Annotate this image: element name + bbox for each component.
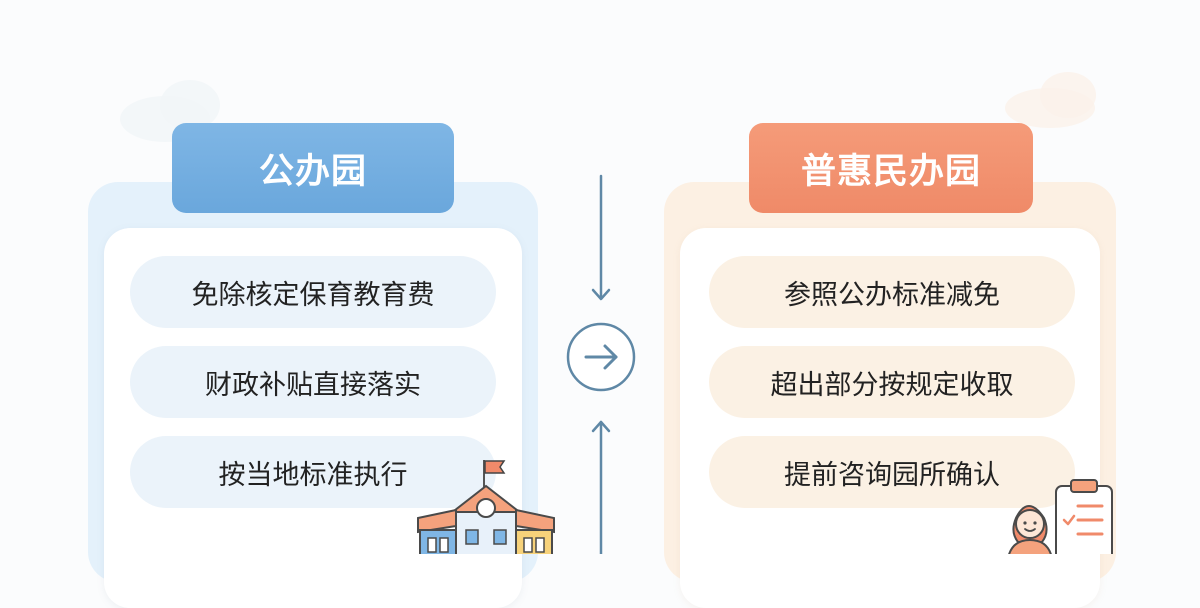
cloud-right-decoration-2 [1040, 72, 1096, 118]
arrow-right-circle-icon [566, 322, 636, 392]
private-item-2: 超出部分按规定收取 [709, 346, 1075, 418]
person-checklist-icon [1008, 479, 1113, 554]
inclusive-private-kindergarten-title: 普惠民办园 [749, 123, 1033, 213]
arrow-up-icon [591, 420, 611, 554]
school-building-icon [417, 460, 555, 554]
private-item-1: 参照公办标准减免 [709, 256, 1075, 328]
public-item-2: 财政补贴直接落实 [130, 346, 496, 418]
public-item-1: 免除核定保育教育费 [130, 256, 496, 328]
center-flow-arrows [566, 174, 636, 554]
arrow-down-icon [591, 174, 611, 301]
public-kindergarten-title: 公办园 [172, 123, 454, 213]
private-item-3: 提前咨询园所确认 [709, 436, 1075, 508]
cloud-left-decoration-2 [160, 80, 220, 130]
public-item-3: 按当地标准执行 [130, 436, 496, 508]
